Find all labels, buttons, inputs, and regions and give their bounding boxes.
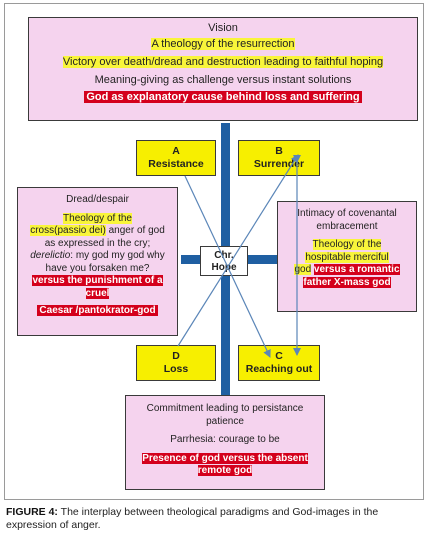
arrow-d-to-b: [177, 154, 299, 347]
vision-explanatory-cause: God as explanatory cause behind loss and…: [84, 91, 362, 103]
quadrant-d-box: D Loss: [136, 345, 216, 381]
dread-theology-b: cross(passio dei): [30, 225, 106, 236]
quadrant-c-label: Reaching out: [245, 363, 313, 375]
figure-caption: FIGURE 4: The interplay between theologi…: [6, 506, 424, 532]
hope-line-2: Hope: [211, 262, 237, 273]
caption-label: FIGURE 4:: [6, 506, 58, 518]
caption-text: The interplay between theological paradi…: [6, 506, 379, 531]
vision-victory: Victory over death/dread and destruction…: [62, 56, 384, 68]
intimacy-theology-b: hospitable merciful: [305, 251, 389, 263]
quadrant-a-box: A Resistance: [136, 140, 216, 176]
vision-resurrection: A theology of the resurrection: [151, 38, 295, 50]
quadrant-c-letter: C: [275, 350, 283, 362]
commitment-heading: Commitment leading to persistance patien…: [146, 403, 304, 427]
commitment-parrhesia: Parrhesia: courage to be: [170, 434, 280, 445]
vision-box: Vision A theology of the resurrection Vi…: [28, 17, 418, 121]
dread-box: Dread/despair Theology of the cross(pass…: [17, 187, 178, 336]
vision-heading: Vision: [208, 22, 238, 34]
dread-anger: anger of god as expressed in the cry;: [44, 225, 165, 249]
figure-frame: [4, 3, 424, 500]
dread-theology-a: Theology of the: [63, 212, 132, 224]
quadrant-a-label: Resistance: [148, 158, 204, 170]
intimacy-god: god: [294, 264, 312, 275]
dread-caesar: Caesar /pantokrator-god: [37, 305, 158, 316]
hope-line-1: Chr.: [214, 250, 234, 261]
dread-heading: Dread/despair: [66, 194, 129, 205]
vision-meaning: Meaning-giving as challenge versus insta…: [94, 74, 352, 86]
quadrant-b-box: B Surrender: [238, 140, 320, 176]
quadrant-d-letter: D: [172, 350, 180, 362]
dread-derelictio: derelictio: [30, 250, 71, 261]
dread-cry: : my god my god why have you forsaken me…: [45, 250, 165, 274]
intimacy-theology-a: Theology of the: [312, 239, 382, 250]
hope-center-box: Chr. Hope: [200, 246, 248, 276]
quadrant-d-label: Loss: [163, 363, 189, 375]
commitment-box: Commitment leading to persistance patien…: [125, 395, 325, 490]
quadrant-c-box: C Reaching out: [238, 345, 320, 381]
quadrant-a-letter: A: [172, 145, 180, 157]
quadrant-b-letter: B: [275, 145, 283, 157]
intimacy-heading: Intimacy of covenantal embracement: [297, 208, 397, 232]
